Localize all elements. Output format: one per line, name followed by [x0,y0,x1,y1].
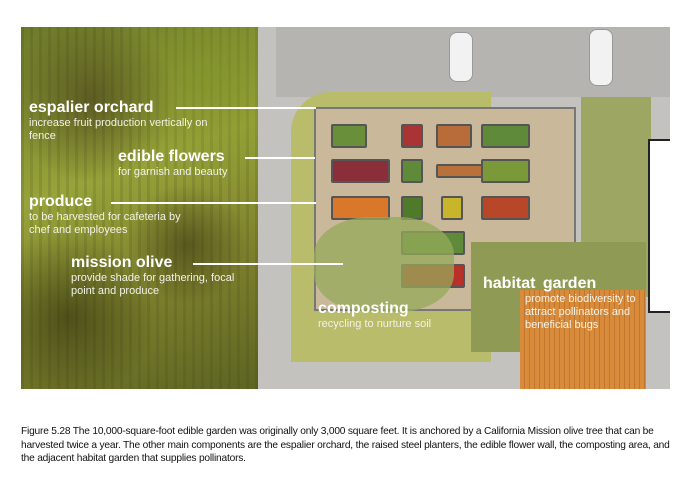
label-desc: increase fruit production vertically on … [29,117,208,142]
label-title: habitat garden [483,275,597,292]
label-desc: promote biodiversity to attract pollinat… [525,293,636,331]
building-outline [648,139,670,313]
label-title: mission olive [71,254,173,271]
wood-deck [520,290,646,389]
olive-texture-panel [21,27,258,389]
planter [481,159,530,183]
leader-line [111,202,316,204]
label-desc: recycling to nurture soil [318,318,432,330]
label-title: produce [29,193,93,210]
label-habitat-garden: habitat garden promote biodiversity to a… [483,275,640,332]
label-edible-flowers: edible flowers for garnish and beauty [118,148,227,179]
figure-caption: Figure 5.28 The 10,000-square-foot edibl… [21,426,670,465]
label-desc: provide shade for gathering, focal point… [71,272,235,297]
label-title: espalier orchard [29,99,154,116]
car [449,32,473,82]
label-title: edible flowers [118,148,225,165]
garden-plan-figure: espalier orchard increase fruit producti… [21,27,670,389]
planter [481,196,530,220]
label-title: composting [318,300,409,317]
label-espalier-orchard: espalier orchard increase fruit producti… [29,99,229,143]
planter [441,196,463,220]
planter [481,124,530,148]
planter [401,159,423,183]
label-desc: to be harvested for cafeteria by chef an… [29,211,181,236]
label-produce: produce to be harvested for cafeteria by… [29,193,189,237]
label-composting: composting recycling to nurture soil [318,300,431,331]
planter [401,124,423,148]
label-mission-olive: mission olive provide shade for gatherin… [71,254,241,298]
planter [331,159,390,183]
car [589,29,613,86]
leader-line [176,107,316,109]
planter [436,124,472,148]
label-desc: for garnish and beauty [118,166,228,178]
leader-line [245,157,315,159]
planter [331,124,367,148]
leader-line [193,263,343,265]
